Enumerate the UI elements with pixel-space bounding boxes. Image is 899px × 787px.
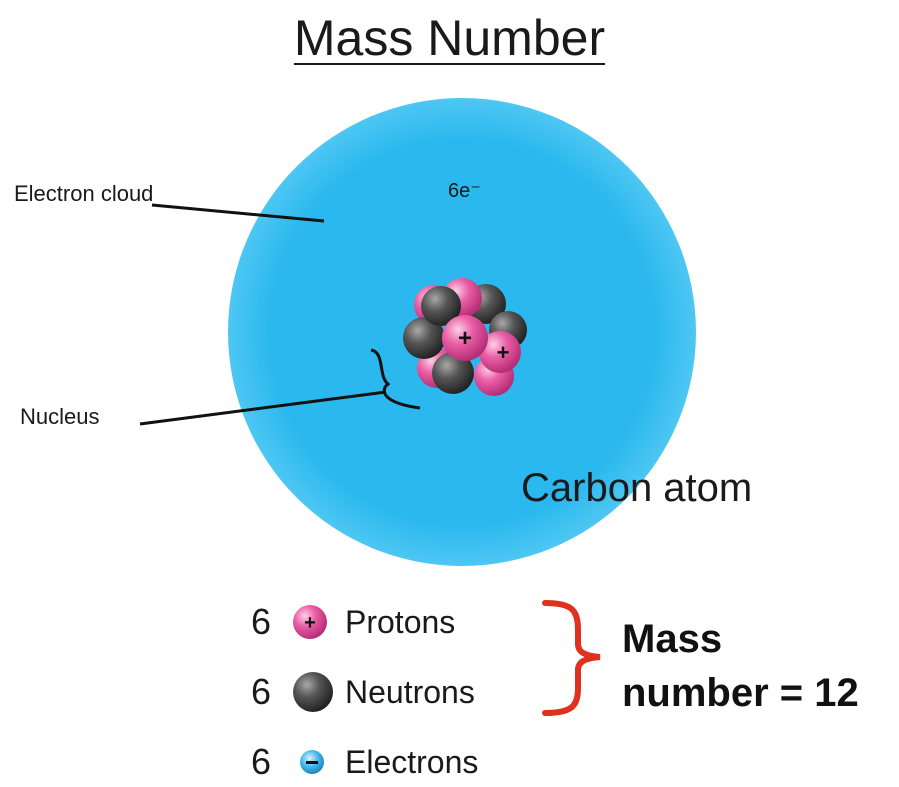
nucleus-pointer-line	[139, 390, 387, 426]
mass-brace	[542, 600, 601, 716]
electron-cloud-label: Electron cloud	[14, 181, 154, 206]
legend-row-neutrons: 6 Neutrons	[251, 667, 475, 717]
page-title: Mass Number	[293, 10, 606, 66]
legend-row-protons: 6 + Protons	[251, 597, 455, 647]
mass-label-line-2: number = 12	[622, 671, 859, 715]
proton-particle	[442, 315, 488, 361]
legend-label: Electrons	[345, 743, 479, 780]
electron-icon	[300, 750, 324, 774]
mass-label-line-1: Mass	[622, 617, 723, 661]
electron-cloud-pointer-line	[151, 203, 325, 223]
neutron-particle	[421, 286, 461, 326]
electron-count-label: 6e⁻	[448, 180, 481, 202]
mass-number-label: Mass number = 12	[622, 612, 859, 720]
plus-icon: +	[458, 325, 472, 352]
neutron-particle	[432, 352, 474, 394]
neutron-particle	[403, 317, 445, 359]
plus-icon: +	[497, 340, 510, 365]
legend-label: Protons	[345, 603, 456, 640]
legend-label: Neutrons	[345, 673, 475, 710]
atom-name: Carbon atom	[521, 466, 753, 510]
proton-icon: +	[293, 605, 327, 639]
neutron-icon	[293, 672, 333, 712]
svg-text:+: +	[304, 612, 316, 634]
proton-particle	[479, 331, 521, 373]
legend-count: 6	[251, 741, 272, 782]
nucleus: + +	[403, 278, 527, 396]
nucleus-label: Nucleus	[20, 404, 100, 429]
legend-row-electrons: 6 Electrons	[251, 737, 478, 787]
legend-count: 6	[251, 671, 272, 712]
nucleus-brace	[370, 348, 421, 410]
legend-count: 6	[251, 601, 272, 642]
